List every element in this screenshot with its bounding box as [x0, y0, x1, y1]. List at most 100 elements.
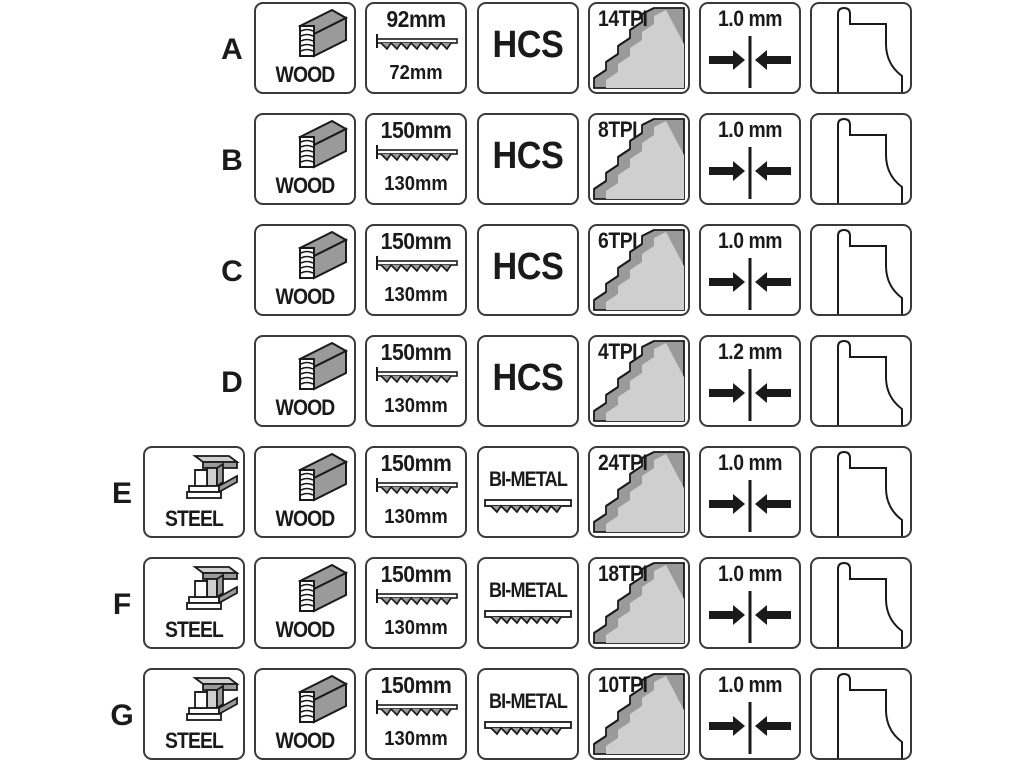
blade-thickness-tile: 1.0 mm — [699, 113, 801, 205]
steel-material-tile: STEEL — [143, 668, 245, 760]
wood-material-tile: WOOD — [254, 335, 356, 427]
wood-material-tile: WOOD — [254, 557, 356, 649]
blade-thickness-tile: 1.0 mm — [699, 224, 801, 316]
teeth-per-inch-tile: 24TPI — [588, 446, 690, 538]
blade-teeth-icon — [593, 451, 685, 533]
blade-teeth-icon — [593, 562, 685, 644]
tpi-label: 14TPI — [598, 6, 648, 31]
blade-material-label: HCS — [492, 24, 564, 66]
tpi-label: 8TPI — [598, 117, 638, 142]
jigsaw-blade-length-icon — [376, 700, 458, 717]
teeth-per-inch-tile: 10TPI — [588, 668, 690, 760]
blade-length-tile: 150mm 130mm — [365, 446, 467, 538]
thickness-arrows-icon — [709, 36, 791, 88]
wood-plank-icon — [297, 119, 349, 169]
shank-type-tile — [810, 2, 912, 94]
total-length: 150mm — [380, 561, 452, 587]
thickness-arrows-icon — [709, 147, 791, 199]
shank-type-tile — [810, 113, 912, 205]
row-label: B — [221, 144, 243, 177]
working-length: 130mm — [384, 284, 448, 306]
teeth-per-inch-tile: 18TPI — [588, 557, 690, 649]
working-length: 130mm — [384, 506, 448, 528]
total-length: 92mm — [386, 6, 446, 32]
blade-material-label: HCS — [492, 357, 564, 399]
wood-label: WOOD — [275, 728, 336, 753]
total-length: 150mm — [380, 117, 452, 143]
wood-plank-icon — [297, 674, 349, 724]
wood-material-tile: WOOD — [254, 668, 356, 760]
steel-beam-icon — [186, 455, 240, 499]
thickness-arrows-icon — [709, 369, 791, 421]
thickness-arrows-icon — [709, 258, 791, 310]
shank-type-tile — [810, 335, 912, 427]
thickness-arrows-icon — [709, 480, 791, 532]
jigsaw-blade-length-icon — [376, 478, 458, 495]
jigsaw-blade-length-icon — [376, 256, 458, 273]
thickness-label: 1.0 mm — [717, 672, 783, 697]
bimetal-blade-icon — [484, 721, 572, 736]
bimetal-blade-icon — [484, 499, 572, 514]
row-label: G — [110, 699, 134, 732]
teeth-per-inch-tile: 4TPI — [588, 335, 690, 427]
blade-material-label: HCS — [492, 246, 564, 288]
jigsaw-blade-length-icon — [376, 589, 458, 606]
thickness-label: 1.0 mm — [717, 6, 783, 31]
bimetal-blade-icon — [484, 610, 572, 625]
jigsaw-blade-length-icon — [376, 34, 458, 51]
wood-plank-icon — [297, 8, 349, 58]
thickness-label: 1.0 mm — [717, 228, 783, 253]
t-shank-icon — [837, 561, 903, 647]
tpi-label: 4TPI — [598, 339, 638, 364]
working-length: 72mm — [389, 62, 443, 84]
steel-beam-icon — [186, 677, 240, 721]
wood-plank-icon — [297, 452, 349, 502]
steel-material-tile: STEEL — [143, 446, 245, 538]
thickness-label: 1.0 mm — [717, 450, 783, 475]
teeth-per-inch-tile: 6TPI — [588, 224, 690, 316]
blade-teeth-icon — [593, 340, 685, 422]
blade-material-tile: BI-METAL — [477, 668, 579, 760]
tpi-label: 18TPI — [598, 561, 648, 586]
tpi-label: 24TPI — [598, 450, 648, 475]
row-label: D — [221, 366, 243, 399]
blade-material-label: HCS — [492, 135, 564, 177]
blade-teeth-icon — [593, 229, 685, 311]
row-label: C — [221, 255, 243, 288]
t-shank-icon — [837, 450, 903, 536]
wood-material-tile: WOOD — [254, 113, 356, 205]
thickness-arrows-icon — [709, 591, 791, 643]
blade-length-tile: 92mm 72mm — [365, 2, 467, 94]
row-label: A — [221, 33, 243, 66]
thickness-label: 1.0 mm — [717, 561, 783, 586]
wood-plank-icon — [297, 563, 349, 613]
thickness-arrows-icon — [709, 702, 791, 754]
blade-length-tile: 150mm 130mm — [365, 557, 467, 649]
wood-label: WOOD — [275, 284, 336, 309]
working-length: 130mm — [384, 728, 448, 750]
shank-type-tile — [810, 446, 912, 538]
wood-label: WOOD — [275, 62, 336, 87]
steel-label: STEEL — [165, 506, 224, 531]
total-length: 150mm — [380, 339, 452, 365]
tpi-label: 10TPI — [598, 672, 648, 697]
t-shank-icon — [837, 117, 903, 203]
wood-material-tile: WOOD — [254, 2, 356, 94]
shank-type-tile — [810, 224, 912, 316]
working-length: 130mm — [384, 617, 448, 639]
blade-material-label: BI-METAL — [488, 579, 568, 602]
blade-thickness-tile: 1.0 mm — [699, 668, 801, 760]
blade-material-tile: HCS — [477, 2, 579, 94]
blade-teeth-icon — [593, 118, 685, 200]
wood-label: WOOD — [275, 173, 336, 198]
blade-thickness-tile: 1.0 mm — [699, 446, 801, 538]
blade-material-tile: HCS — [477, 335, 579, 427]
wood-plank-icon — [297, 341, 349, 391]
shank-type-tile — [810, 557, 912, 649]
row-label: E — [111, 477, 132, 510]
teeth-per-inch-tile: 8TPI — [588, 113, 690, 205]
total-length: 150mm — [380, 450, 452, 476]
